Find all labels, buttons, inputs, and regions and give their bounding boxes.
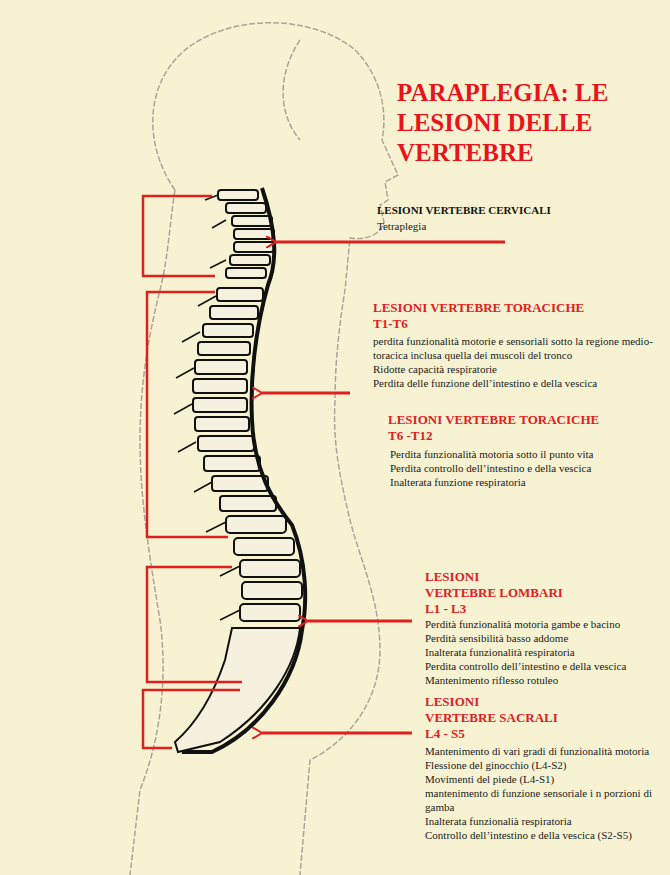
description: Mantenimento riflesso rotuleo <box>425 673 558 687</box>
spine-edge <box>182 188 305 752</box>
description: perdita funzionalità motorie e sensorial… <box>373 334 658 362</box>
description: Perdita controllo dell’intestino e della… <box>390 461 591 475</box>
description: Ridotte capacità respiratorie <box>373 362 497 376</box>
description: Tetraplegia <box>377 219 426 233</box>
description: Inalterata funzione respiratoria <box>390 475 526 489</box>
section-heading: LESIONI <box>425 694 479 710</box>
description: Inalterata funzionalià respiratoria <box>425 814 572 828</box>
description: Perdita delle funzione dell’intestino e … <box>373 376 597 390</box>
region-brackets <box>143 196 242 748</box>
vertebra-range: T1-T6 <box>373 316 408 332</box>
description: Perdita controllo dell’intestino e della… <box>425 659 626 673</box>
description: Controllo dell’intestino e della vescica… <box>425 828 632 842</box>
description: Inalterata funzionalità respiratoria <box>425 645 575 659</box>
description: Movimenti del piede (L4-S1) <box>425 772 554 786</box>
title: PARAPLEGIA: LE LESIONI DELLE VERTEBRE <box>397 78 662 168</box>
vertebra-range: L4 - S5 <box>425 726 465 742</box>
description: Perdità sensibilità basso addome <box>425 631 568 645</box>
spinous-processes <box>174 195 240 620</box>
vertebra-range: L1 - L3 <box>425 601 466 617</box>
description: Mantenimento di vari gradi di funzionali… <box>425 744 649 758</box>
section-heading: LESIONI VERTEBRE CERVICALI <box>377 203 551 217</box>
body-outline <box>130 23 398 875</box>
section-heading: LESIONI <box>425 569 479 585</box>
section-heading: LESIONI VERTEBRE TORACICHE <box>388 412 599 428</box>
description: Perdità funzionalità motoria gambe e bac… <box>425 617 620 631</box>
description: Flessione del ginocchio (L4-S2) <box>425 758 566 772</box>
section-heading: VERTEBRE LOMBARI <box>425 585 563 601</box>
vertebrae <box>175 190 302 752</box>
section-heading: VERTEBRE SACRALI <box>425 710 558 726</box>
section-heading: LESIONI VERTEBRE TORACICHE <box>373 300 584 316</box>
description: Perdita funzionalità motoria sotto il pu… <box>390 447 593 461</box>
description: mantenimento di funzione sensoriale i n … <box>425 786 663 814</box>
vertebra-range: T6 -T12 <box>388 428 432 444</box>
